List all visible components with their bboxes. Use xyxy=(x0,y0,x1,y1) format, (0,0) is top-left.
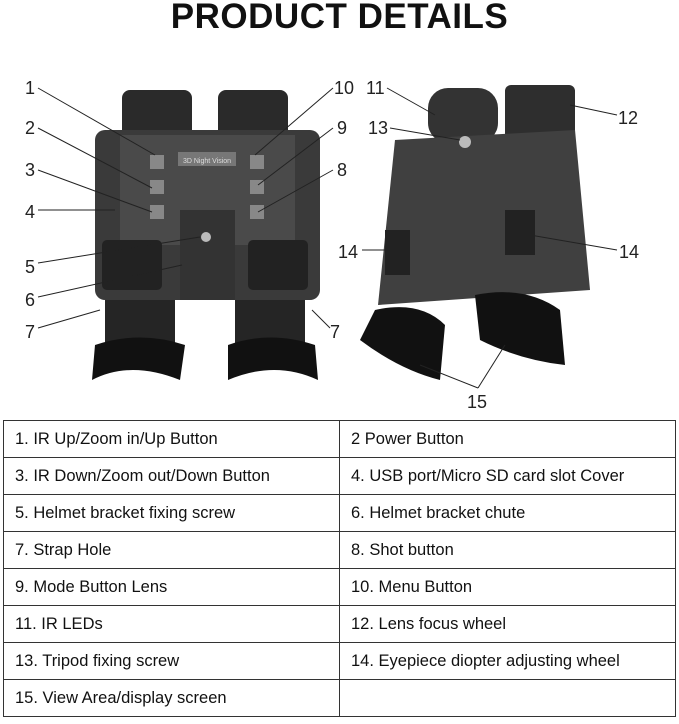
callout-15: 15 xyxy=(467,392,487,412)
table-cell: 8. Shot button xyxy=(339,531,676,569)
table-cell: 14. Eyepiece diopter adjusting wheel xyxy=(339,642,676,680)
device-label-plate xyxy=(178,152,236,166)
table-cell: 2 Power Button xyxy=(339,420,676,458)
callout-8: 8 xyxy=(337,160,347,180)
callout-1: 1 xyxy=(25,78,35,98)
table-cell: 10. Menu Button xyxy=(339,568,676,606)
callout-14-left: 14 xyxy=(338,242,358,262)
callout-lines xyxy=(37,87,618,389)
callout-13: 13 xyxy=(368,118,388,138)
callout-3: 3 xyxy=(25,160,35,180)
callout-9: 9 xyxy=(337,118,347,138)
table-cell: 13. Tripod fixing screw xyxy=(3,642,340,680)
table-cell: 1. IR Up/Zoom in/Up Button xyxy=(3,420,340,458)
callout-14-right: 14 xyxy=(619,242,639,262)
front-view-binoculars: 3D Night Vision xyxy=(92,90,320,380)
callout-10: 10 xyxy=(334,78,354,98)
table-cell: 9. Mode Button Lens xyxy=(3,568,340,606)
table-cell: 6. Helmet bracket chute xyxy=(339,494,676,532)
table-cell: 15. View Area/display screen xyxy=(3,679,340,717)
callout-11: 11 xyxy=(366,78,385,98)
callout-12: 12 xyxy=(618,108,638,128)
table-cell: 4. USB port/Micro SD card slot Cover xyxy=(339,457,676,495)
rear-view-binoculars xyxy=(360,85,590,380)
table-cell: 11. IR LEDs xyxy=(3,605,340,643)
callout-7-left: 7 xyxy=(25,322,35,342)
callout-6: 6 xyxy=(25,290,35,310)
page-title: PRODUCT DETAILS xyxy=(170,0,509,36)
table-row: 15. View Area/display screen xyxy=(3,679,676,717)
product-diagram: 3D Night Vision 1 2 3 4 5 6 7 10 9 8 7 1… xyxy=(25,78,639,412)
callout-5: 5 xyxy=(25,257,35,277)
callout-4: 4 xyxy=(25,202,35,222)
table-cell: 3. IR Down/Zoom out/Down Button xyxy=(3,457,340,495)
svg-text:3D Night Vision: 3D Night Vision xyxy=(183,158,231,165)
callout-7-right: 7 xyxy=(330,322,340,342)
table-cell: 7. Strap Hole xyxy=(3,531,340,569)
table-cell-empty xyxy=(339,679,676,717)
table-cell: 12. Lens focus wheel xyxy=(339,605,676,643)
callout-2: 2 xyxy=(25,118,35,138)
table-cell: 5. Helmet bracket fixing screw xyxy=(3,494,340,532)
